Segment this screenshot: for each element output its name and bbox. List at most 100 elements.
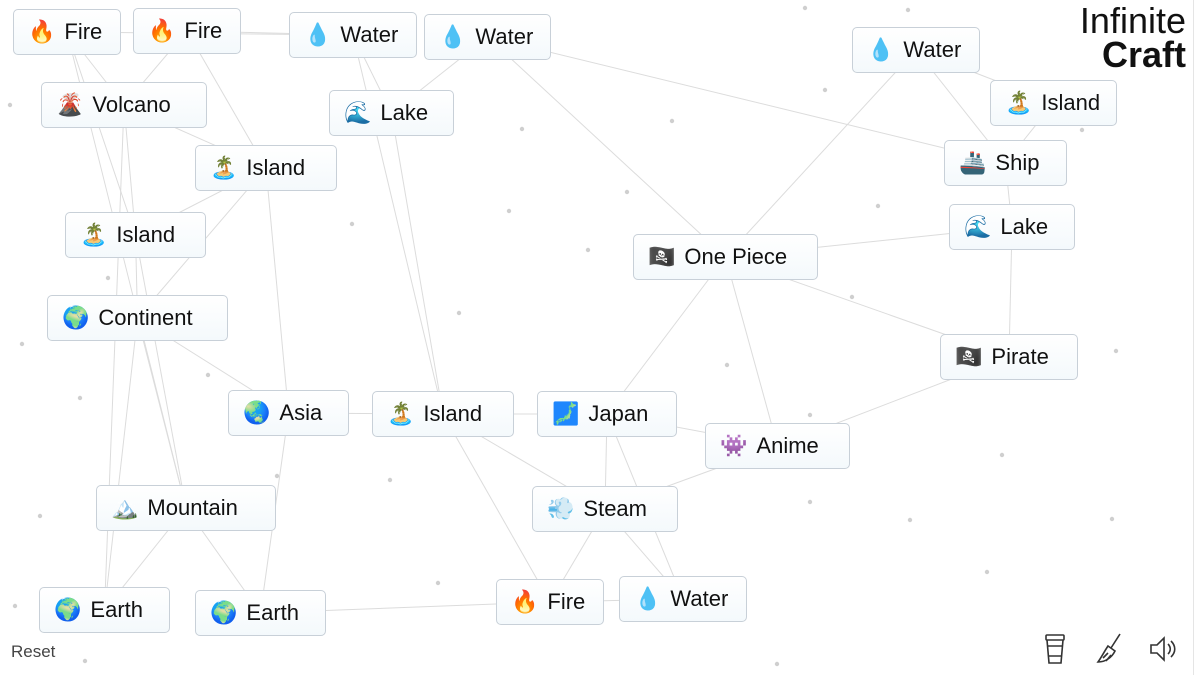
element-volcano[interactable]: 🌋Volcano [41,82,207,128]
background-dot [506,208,512,214]
background-dot [585,247,591,253]
coffee-cup-icon[interactable] [1040,632,1070,666]
background-dot [77,395,83,401]
element-label: Fire [184,18,223,43]
background-dot [669,118,675,124]
element-ship[interactable]: 🚢 Ship [944,140,1067,186]
connection-line [487,36,726,258]
element-label: Japan [588,401,649,426]
element-emoji-icon: 🌋 [56,92,84,117]
background-dot [349,221,355,227]
element-label: Ship [995,150,1040,175]
element-emoji-icon: 🏝️ [387,401,415,426]
element-fire[interactable]: 🔥 Fire [133,8,241,54]
sidebar-divider [1193,0,1194,675]
background-dot [1113,348,1119,354]
speaker-icon[interactable] [1148,632,1178,666]
element-label: Fire [64,19,103,44]
element-one-piece[interactable]: 🏴‍☠️ One Piece [633,234,818,280]
element-lake[interactable]: 🌊Lake [329,90,454,136]
background-dot [519,126,525,132]
background-dot [999,452,1005,458]
element-label: Island [1041,90,1101,115]
element-mountain[interactable]: 🏔️Mountain [96,485,276,531]
element-fire[interactable]: 🔥Fire [496,579,604,625]
background-dot [1109,516,1115,522]
element-label: Steam [583,496,647,521]
broom-icon[interactable] [1094,632,1124,666]
element-label: Water [903,37,962,62]
element-emoji-icon: 🚢 [959,150,987,175]
element-emoji-icon: 💧 [304,22,332,47]
element-emoji-icon: 🏝️ [80,222,108,247]
element-fire[interactable]: 🔥 Fire [13,9,121,55]
element-emoji-icon: 🔥 [28,19,56,44]
element-emoji-icon: 🌏 [243,400,271,425]
element-emoji-icon: 🗾 [552,401,580,426]
reset-button[interactable]: Reset [11,642,56,661]
element-earth[interactable]: 🌍Earth [39,587,170,633]
background-dot [875,203,881,209]
background-dot [907,517,913,523]
logo: Infinite Craft [1080,3,1186,73]
element-lake[interactable]: 🌊 Lake [949,204,1075,250]
background-dot [274,473,280,479]
element-emoji-icon: 💧 [867,37,895,62]
background-dot [82,658,88,664]
element-emoji-icon: 🏝️ [1005,90,1033,115]
background-dot [807,412,813,418]
connection-line [442,413,551,603]
element-water[interactable]: 💧 Water [619,576,747,622]
background-dot [802,5,808,11]
connection-line [104,317,138,611]
background-dot [37,513,43,519]
element-emoji-icon: 👾 [720,433,748,458]
element-water[interactable]: 💧 Water [852,27,980,73]
background-dot [807,499,813,505]
element-label: One Piece [684,244,788,269]
element-label: Asia [279,400,323,425]
connection-line [725,256,778,447]
element-island[interactable]: 🏝️Island [372,391,514,437]
element-emoji-icon: 🔥 [148,18,176,43]
element-continent[interactable]: 🌍Continent [47,295,228,341]
background-dot [774,661,780,667]
element-anime[interactable]: 👾Anime [705,423,850,469]
connection-line [265,167,289,414]
element-emoji-icon: 💧 [634,586,662,611]
element-emoji-icon: 🌍 [210,600,238,625]
background-dot [905,7,911,13]
background-dot [624,189,630,195]
element-label: Water [340,22,399,47]
element-emoji-icon: 🌊 [964,214,992,239]
background-dot [822,87,828,93]
element-emoji-icon: 🏴‍☠️ [955,344,983,369]
connection-line [135,234,187,509]
element-emoji-icon: 🏴‍☠️ [648,244,676,269]
element-emoji-icon: 🌍 [62,305,90,330]
element-japan[interactable]: 🗾 Japan [537,391,677,437]
element-water[interactable]: 💧 Water [424,14,551,60]
element-island[interactable]: 🏝️Island [65,212,206,258]
background-dot [724,362,730,368]
element-water[interactable]: 💧 Water [289,12,417,58]
background-dot [105,275,111,281]
element-emoji-icon: 🏝️ [210,155,238,180]
element-label: Water [670,586,729,611]
element-label: Earth [246,600,299,625]
connection-line [487,36,1006,164]
background-dot [435,580,441,586]
element-label: Water [475,24,534,49]
element-emoji-icon: 💨 [547,496,575,521]
element-earth[interactable]: 🌍 Earth [195,590,326,636]
element-island[interactable]: 🏝️ Island [195,145,337,191]
background-dot [387,477,393,483]
element-label: Fire [547,589,586,614]
element-steam[interactable]: 💨 Steam [532,486,678,532]
element-island[interactable]: 🏝️ Island [990,80,1117,126]
element-pirate[interactable]: 🏴‍☠️Pirate [940,334,1078,380]
element-emoji-icon: 💧 [439,24,467,49]
element-label: Island [246,155,306,180]
element-asia[interactable]: 🌏 Asia [228,390,349,436]
element-label: Lake [1000,214,1049,239]
